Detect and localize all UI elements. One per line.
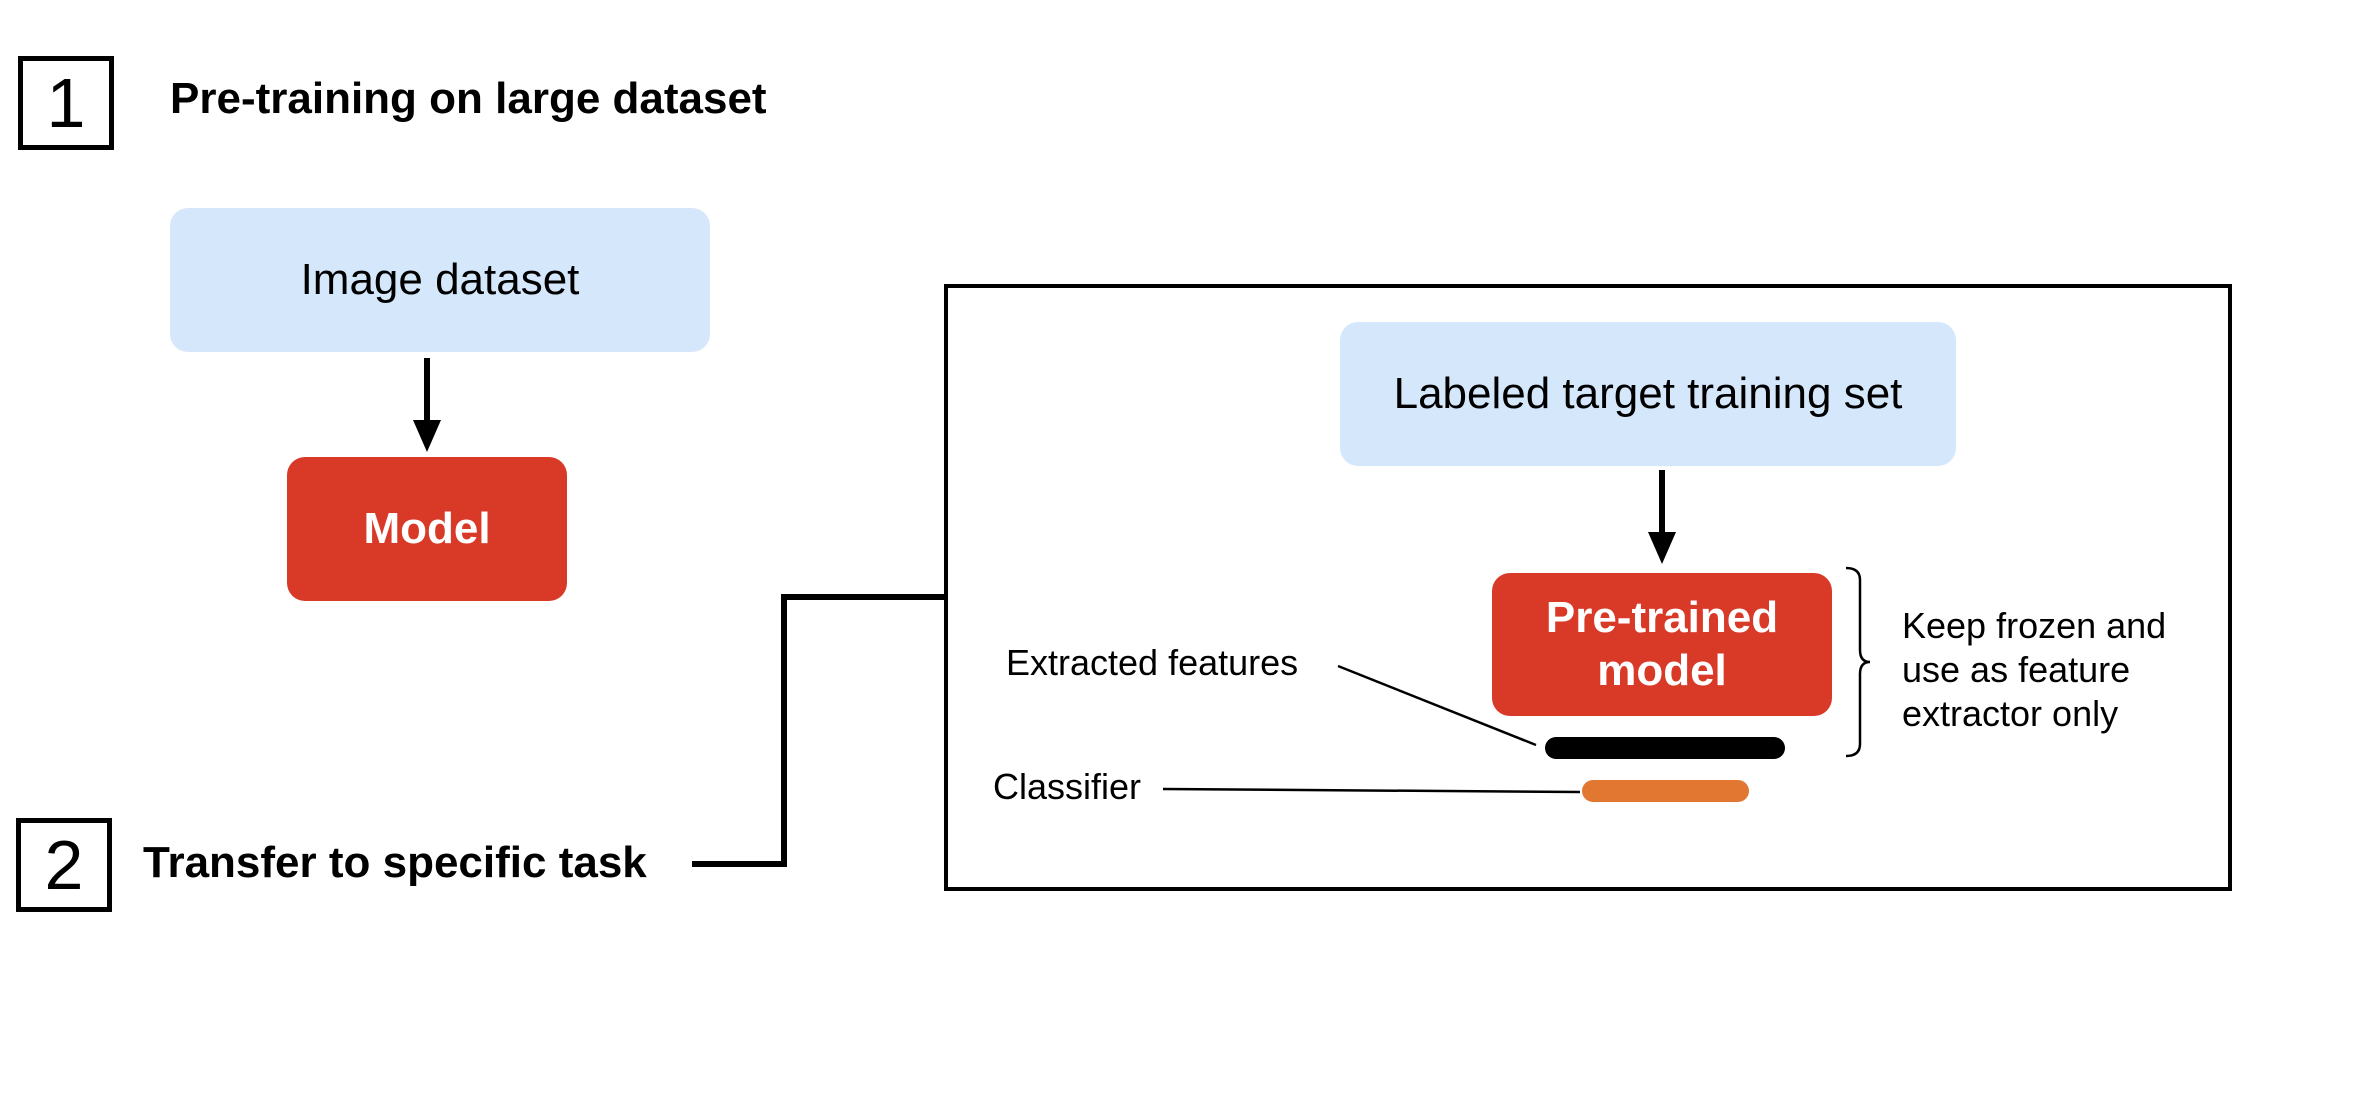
step-1-number: 1 (46, 64, 86, 142)
pretrained-model-node: Pre-trained model (1492, 573, 1832, 716)
arrowhead-target-set-to-pretrained (1648, 532, 1676, 564)
frozen-brace (1845, 566, 1871, 758)
extracted-features-label: Extracted features (1006, 642, 1299, 683)
classifier-bar (1582, 780, 1749, 802)
target-training-set-label: Labeled target training set (1393, 369, 1903, 418)
arrowhead-dataset-to-model (413, 420, 441, 452)
target-training-set-node: Labeled target training set (1340, 322, 1956, 466)
step-2-number: 2 (44, 826, 84, 904)
model-node: Model (287, 457, 567, 601)
leader-extracted-features (1337, 664, 1537, 747)
image-dataset-node: Image dataset (170, 208, 710, 352)
image-dataset-label: Image dataset (300, 255, 580, 304)
step-2-title: Transfer to specific task (143, 838, 647, 887)
pretrained-model-label: Pre-trained model (1545, 592, 1779, 695)
leader-classifier (1162, 787, 1581, 794)
step-1-title: Pre-training on large dataset (170, 74, 767, 123)
connector-step2-to-panel (692, 594, 946, 867)
transfer-panel (944, 284, 2232, 891)
model-label: Model (363, 503, 491, 553)
step-2-number-box: 2 (16, 818, 112, 912)
frozen-note: Keep frozen and use as feature extractor… (1902, 605, 2167, 734)
step-1-number-box: 1 (18, 56, 114, 150)
classifier-label: Classifier (993, 766, 1142, 807)
extracted-features-bar (1545, 737, 1785, 759)
